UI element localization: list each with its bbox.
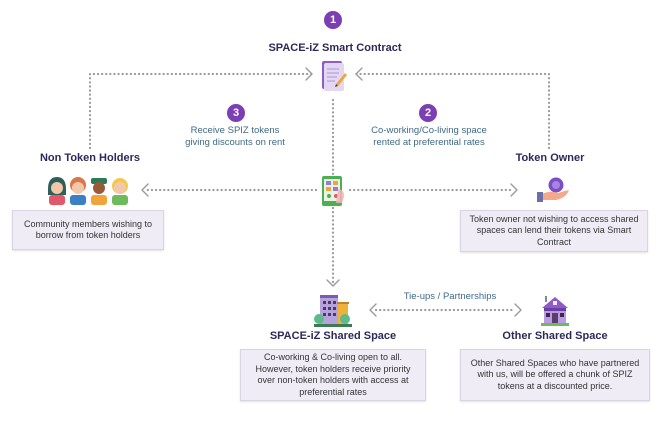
partnership-label: Tie-ups / Partnerships (403, 291, 497, 302)
connector-nonholders-to-contract (88, 72, 314, 150)
other-shared-space-description: Other Shared Spaces who have partnered w… (460, 349, 650, 401)
step-3-badge: 3 (227, 104, 245, 122)
mobile-app-icon (320, 175, 346, 207)
token-owner-title: Token Owner (515, 152, 585, 164)
step-3-label: Receive SPIZ tokens giving discounts on … (160, 125, 310, 149)
spaceiz-shared-space-title: SPACE-iZ Shared Space (269, 330, 397, 342)
arrowhead-into-contract-left (305, 67, 313, 81)
arrowhead-partnership-right (514, 303, 522, 317)
connector-owner-to-contract (354, 72, 551, 150)
people-group-icon (46, 175, 130, 205)
step-3-label-line1: Receive SPIZ tokens (190, 125, 280, 136)
arrowhead-to-nonholders (141, 183, 149, 197)
arrowhead-to-shared-space (326, 279, 340, 287)
token-owner-description: Token owner not wishing to access shared… (460, 210, 648, 252)
non-token-holders-title: Non Token Holders (39, 152, 141, 164)
other-shared-space-title: Other Shared Space (502, 330, 608, 342)
step-2-label-line1: Co-working/Co-living space (371, 125, 487, 136)
building-icon (314, 293, 352, 327)
step-2-label: Co-working/Co-living space rented at pre… (354, 125, 504, 149)
arrowhead-to-owner (510, 183, 518, 197)
arrowhead-into-contract-right (355, 67, 363, 81)
step-1-badge: 1 (324, 11, 342, 29)
spaceiz-shared-space-description: Co-working & Co-living open to all. Howe… (240, 349, 426, 401)
smart-contract-title: SPACE-iZ Smart Contract (268, 42, 402, 54)
hand-holding-coin-icon (536, 176, 570, 204)
step-2-label-line2: rented at preferential rates (373, 137, 485, 148)
step-2-badge: 2 (419, 104, 437, 122)
arrowhead-partnership-left (369, 303, 377, 317)
step-3-label-line2: giving discounts on rent (185, 137, 285, 148)
contract-icon (319, 59, 349, 93)
non-token-holders-description: Community members wishing to borrow from… (12, 210, 164, 250)
house-icon (539, 294, 571, 326)
